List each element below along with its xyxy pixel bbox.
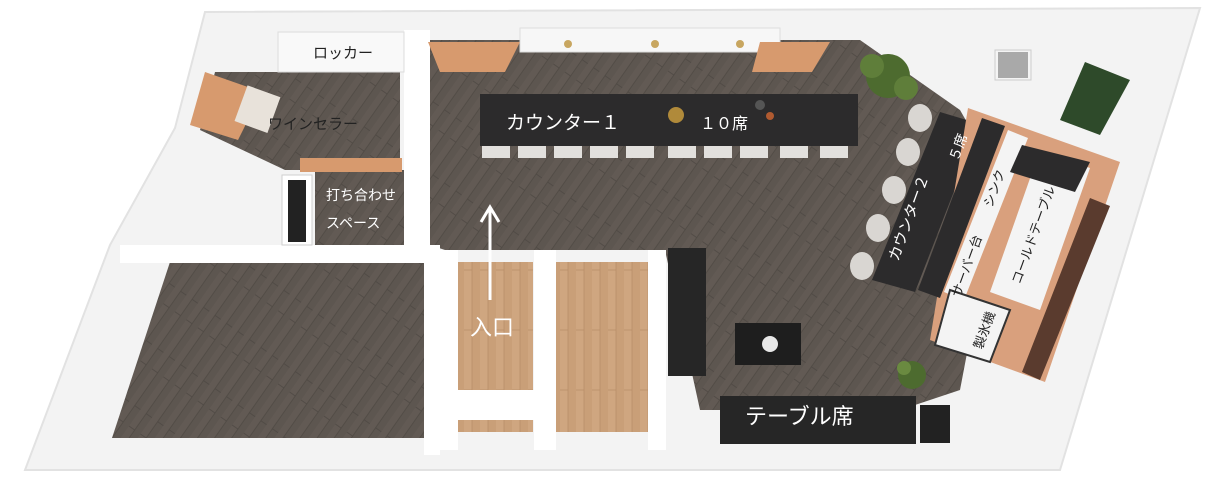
entrance-floor-lower [458, 420, 533, 432]
entrance-arrow-head [479, 204, 501, 223]
label-meeting-space-2: スペース [326, 216, 380, 232]
label-entrance: 入口 [470, 316, 514, 341]
ice-machine [933, 288, 1012, 364]
pendant-lamp [651, 40, 659, 48]
label-table-seats: テーブル席 [745, 405, 854, 430]
wall-locker-divider [404, 30, 430, 245]
label-wine-cellar: ワインセラー [268, 115, 358, 133]
label-locker: ロッカー [313, 44, 373, 62]
back-shelf [519, 27, 781, 53]
meeting-door-opening [288, 180, 306, 242]
restroom-fixture-dark [998, 52, 1028, 78]
curtain-left [428, 42, 520, 72]
pendant-lamp [564, 40, 572, 48]
wall-entrance-bottom [440, 390, 534, 420]
kitchen-stove [1010, 145, 1090, 192]
sofa-bottom [720, 396, 916, 444]
wall-left-room-top [120, 245, 440, 263]
kitchen-back-counter [1022, 198, 1110, 380]
wine-cellar-box [234, 85, 281, 134]
label-counter-1: カウンター１ [506, 112, 620, 134]
curtain-right [752, 42, 830, 72]
meeting-space-floor [315, 170, 405, 245]
counter-1-decor [668, 107, 684, 123]
counter-2 [872, 112, 980, 292]
entrance-floor-right [556, 262, 648, 432]
plant-top [860, 54, 918, 100]
kitchen-server-stand [944, 130, 1028, 300]
wall-entrance-mid [534, 250, 556, 450]
sofa-left [668, 248, 706, 376]
label-counter-1-seats: １０席 [700, 114, 748, 133]
restroom-fixture [994, 49, 1032, 81]
side-table [920, 405, 950, 443]
kitchen-cold-table [990, 150, 1090, 310]
left-room-floor [112, 262, 425, 438]
counter-1 [480, 94, 858, 146]
counter-1-cup [766, 112, 774, 120]
entrance-floor-left [458, 262, 533, 390]
wall-entrance-right [648, 250, 666, 450]
curtain-wine-bottom [300, 158, 402, 172]
plant-bottom [897, 361, 926, 389]
wall-left-room-right [424, 255, 440, 455]
label-meeting-space-1: 打ち合わせ [326, 187, 396, 204]
table-flowers [762, 336, 778, 352]
counter-2-stools [850, 104, 932, 280]
locker-cabinet [277, 31, 405, 73]
green-room [1060, 62, 1130, 135]
pendant-lamp [736, 40, 744, 48]
kitchen-sink-counter [918, 118, 1005, 298]
counter-1-stools [482, 146, 848, 158]
counter-1-cup [755, 100, 765, 110]
